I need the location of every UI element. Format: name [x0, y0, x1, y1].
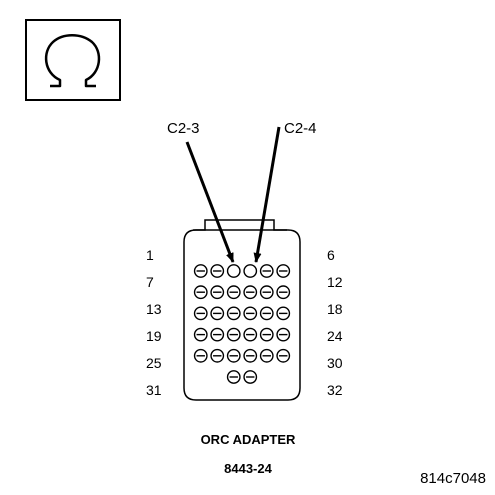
pin-cavity	[259, 264, 274, 278]
pin-cavity	[276, 285, 291, 300]
pin-cavity	[226, 264, 241, 278]
pin-cavity	[276, 348, 291, 363]
pin-cavity	[276, 306, 291, 321]
left-number-row-1: 1	[146, 247, 154, 263]
probe-label-c2-3: C2-3	[167, 120, 200, 137]
pin-cavity	[243, 306, 258, 321]
pin-cavity	[259, 327, 274, 342]
pin-cavity	[243, 285, 258, 300]
pin-cavity	[226, 370, 241, 384]
right-number-row-2: 12	[327, 274, 343, 290]
right-number-row-6: 32	[327, 382, 343, 398]
pin-cavity	[243, 370, 258, 384]
pin-cavity	[226, 306, 241, 321]
pin-cavity	[243, 264, 258, 278]
pin-cavity	[243, 348, 258, 363]
left-number-row-4: 19	[146, 328, 162, 344]
caption-title: ORC ADAPTER	[201, 432, 296, 447]
pin-cavity	[226, 327, 241, 342]
ohmmeter-icon	[44, 34, 101, 88]
pin-cavity	[193, 264, 208, 278]
pin-cavity	[210, 348, 225, 363]
right-number-row-4: 24	[327, 328, 343, 344]
pin-cavity	[210, 264, 225, 278]
left-number-row-3: 13	[146, 301, 162, 317]
pin-cavity	[243, 327, 258, 342]
pin-cavity	[193, 285, 208, 300]
probe-arrow-c2-3	[185, 141, 235, 263]
pin-cavity	[259, 285, 274, 300]
figure-id: 814c7048	[420, 470, 486, 487]
pin-cavity	[276, 264, 291, 278]
probe-label-c2-4: C2-4	[284, 120, 317, 137]
pin-cavity	[226, 348, 241, 363]
probe-arrow-c2-4	[253, 126, 281, 263]
connector-housing	[183, 229, 301, 401]
connector-body	[183, 219, 301, 401]
pin-cavity	[276, 327, 291, 342]
pin-cavity	[193, 327, 208, 342]
pin-cavity	[210, 306, 225, 321]
pin-cavity	[259, 348, 274, 363]
right-number-row-3: 18	[327, 301, 343, 317]
pin-cavity	[193, 348, 208, 363]
caption-part-number: 8443-24	[224, 461, 272, 476]
pin-cavity	[193, 306, 208, 321]
pin-cavity	[210, 327, 225, 342]
pin-grid	[193, 264, 291, 384]
ohmmeter-symbol	[25, 19, 121, 101]
pin-cavity	[210, 285, 225, 300]
right-number-row-5: 30	[327, 355, 343, 371]
connector-latch	[193, 219, 287, 231]
left-number-row-6: 31	[146, 382, 162, 398]
pin-cavity	[226, 285, 241, 300]
left-number-row-2: 7	[146, 274, 154, 290]
right-number-row-1: 6	[327, 247, 335, 263]
left-number-row-5: 25	[146, 355, 162, 371]
pin-cavity	[259, 306, 274, 321]
ohmmeter-symbol-frame	[25, 19, 121, 101]
